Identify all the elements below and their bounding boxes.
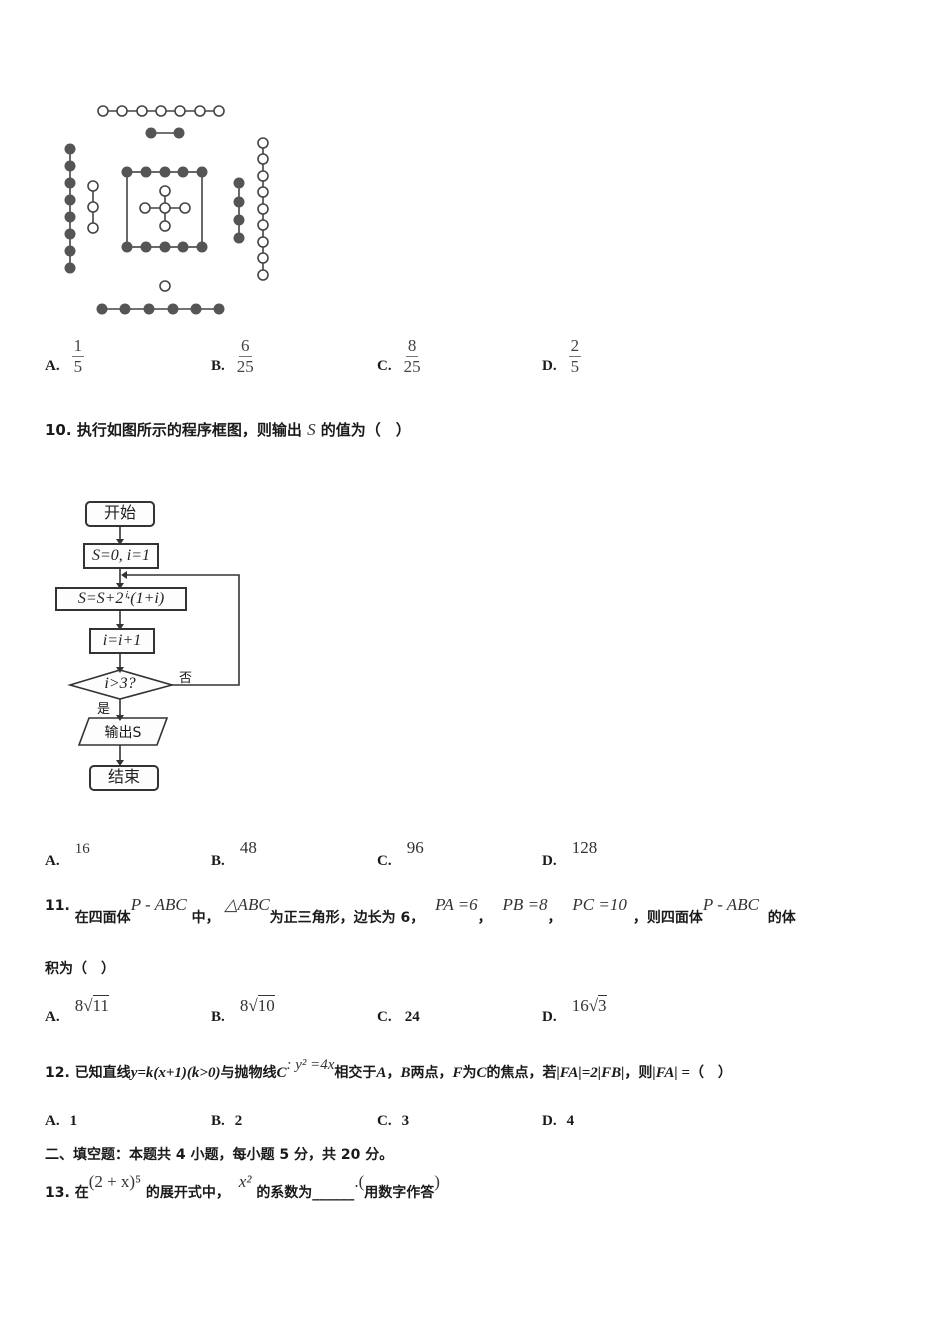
q10-option-b[interactable]: B. 48 bbox=[211, 838, 257, 869]
option-label: C. bbox=[377, 358, 392, 374]
sqrt-icon: √ bbox=[83, 996, 93, 1015]
q10-option-c[interactable]: C. 96 bbox=[377, 838, 424, 869]
flowchart-init: S=0, i=1 bbox=[83, 543, 159, 569]
q10-option-a[interactable]: A. 16 bbox=[45, 841, 90, 869]
q13-stem: 13. 在(2 + x)⁵ 的展开式中， x² 的系数为______.(用数字作… bbox=[45, 1172, 440, 1201]
flowchart-update-s: S=S+2ⁱ·(1+i) bbox=[55, 587, 187, 611]
flowchart-start: 开始 bbox=[85, 501, 155, 527]
q12-option-c[interactable]: C.3 bbox=[377, 1113, 410, 1129]
flowchart-connectors-icon bbox=[67, 525, 240, 766]
flowchart-yes-label: 是 bbox=[97, 702, 111, 717]
flowchart-update-i: i=i+1 bbox=[89, 628, 155, 654]
option-label: A. bbox=[45, 358, 60, 374]
sqrt-icon: √ bbox=[588, 996, 599, 1015]
q11-stem-line2: 积为（ ） bbox=[45, 961, 115, 977]
luoshu-dots-icon bbox=[64, 105, 269, 315]
sqrt-icon: √ bbox=[248, 996, 258, 1015]
q11-option-b[interactable]: B. 8√10 bbox=[211, 995, 275, 1025]
q12-option-d[interactable]: D.4 bbox=[542, 1113, 575, 1129]
flowchart-no-label: 否 bbox=[179, 671, 193, 686]
q12-stem: 12. 已知直线y=k(x+1)(k>0)与抛物线C: y² =4x相交于A，B… bbox=[45, 1057, 732, 1081]
option-label: D. bbox=[542, 358, 557, 374]
q10-flowchart: 开始 S=0, i=1 S=S+2ⁱ·(1+i) i=i+1 i>3? 否 是 … bbox=[45, 495, 255, 795]
q11-option-a[interactable]: A. 8√11 bbox=[45, 995, 109, 1025]
section-heading: 二、填空题：本题共 4 小题，每小题 5 分，共 20 分。 bbox=[45, 1147, 394, 1163]
q11-option-c[interactable]: C. 24 bbox=[377, 1009, 420, 1025]
q10-option-d[interactable]: D. 128 bbox=[542, 838, 598, 869]
q9-dot-diagram-figure bbox=[55, 95, 285, 325]
q11-option-d[interactable]: D. 16√3 bbox=[542, 995, 607, 1025]
q12-option-b[interactable]: B.2 bbox=[211, 1113, 243, 1129]
option-label: B. bbox=[211, 358, 225, 374]
q10-stem: 10. 执行如图所示的程序框图，则输出 S 的值为（ ） bbox=[45, 420, 411, 439]
q11-stem: 11. 在四面体P - ABC 中， △ABC为正三角形，边长为 6， PA =… bbox=[45, 895, 796, 926]
flowchart-condition: i>3? bbox=[104, 675, 136, 692]
flowchart-output: 输出S bbox=[104, 725, 142, 741]
flowchart-end: 结束 bbox=[89, 765, 159, 791]
q12-option-a[interactable]: A.1 bbox=[45, 1113, 78, 1129]
